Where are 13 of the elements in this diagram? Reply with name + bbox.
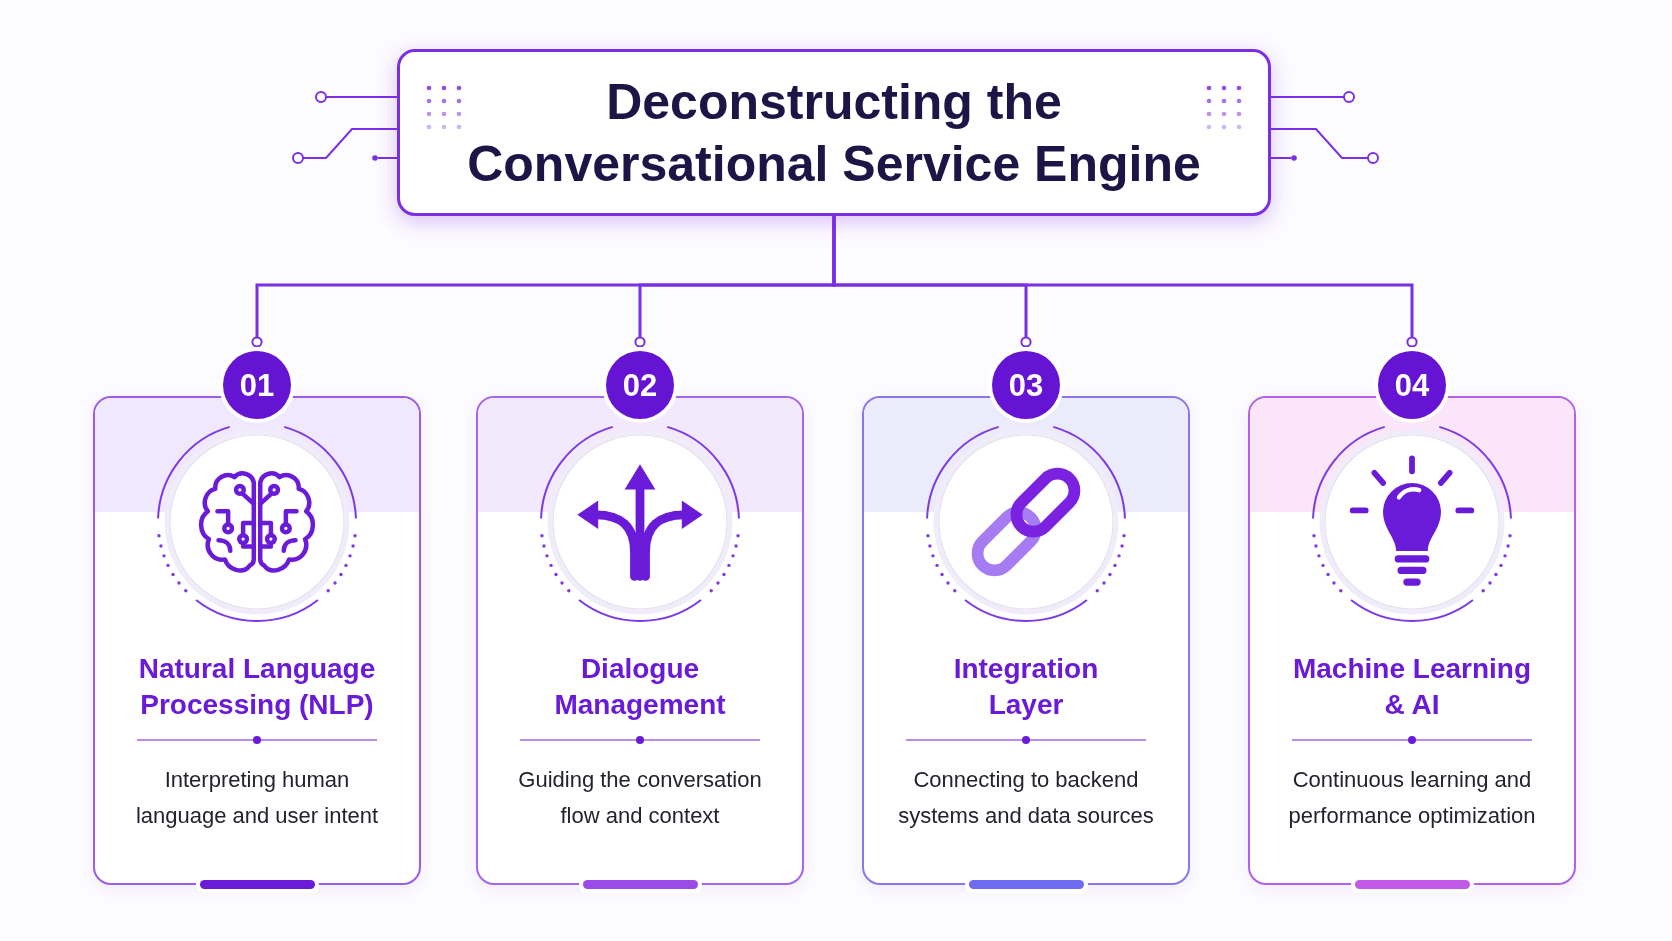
card-heading: Integration Layer [952,652,1100,722]
connector-line [832,216,1418,348]
card-description: Interpreting human language and user intent [134,766,380,830]
card-description: Continuous learning and performance optimization [1287,766,1537,830]
card-heading: Natural Language Processing (NLP) [137,652,377,722]
card-heading: Dialogue Management [553,652,727,722]
number-badge: 02 [606,351,674,419]
number-badge: 04 [1378,351,1446,419]
card-heading: Machine Learning & AI [1291,652,1532,722]
card-description: Connecting to backend systems and data sources [897,766,1155,830]
card-description: Guiding the conversation flow and context [517,766,763,830]
title-text: Deconstructing the Conversational Service Engine [466,72,1202,194]
title-box [397,49,1271,216]
